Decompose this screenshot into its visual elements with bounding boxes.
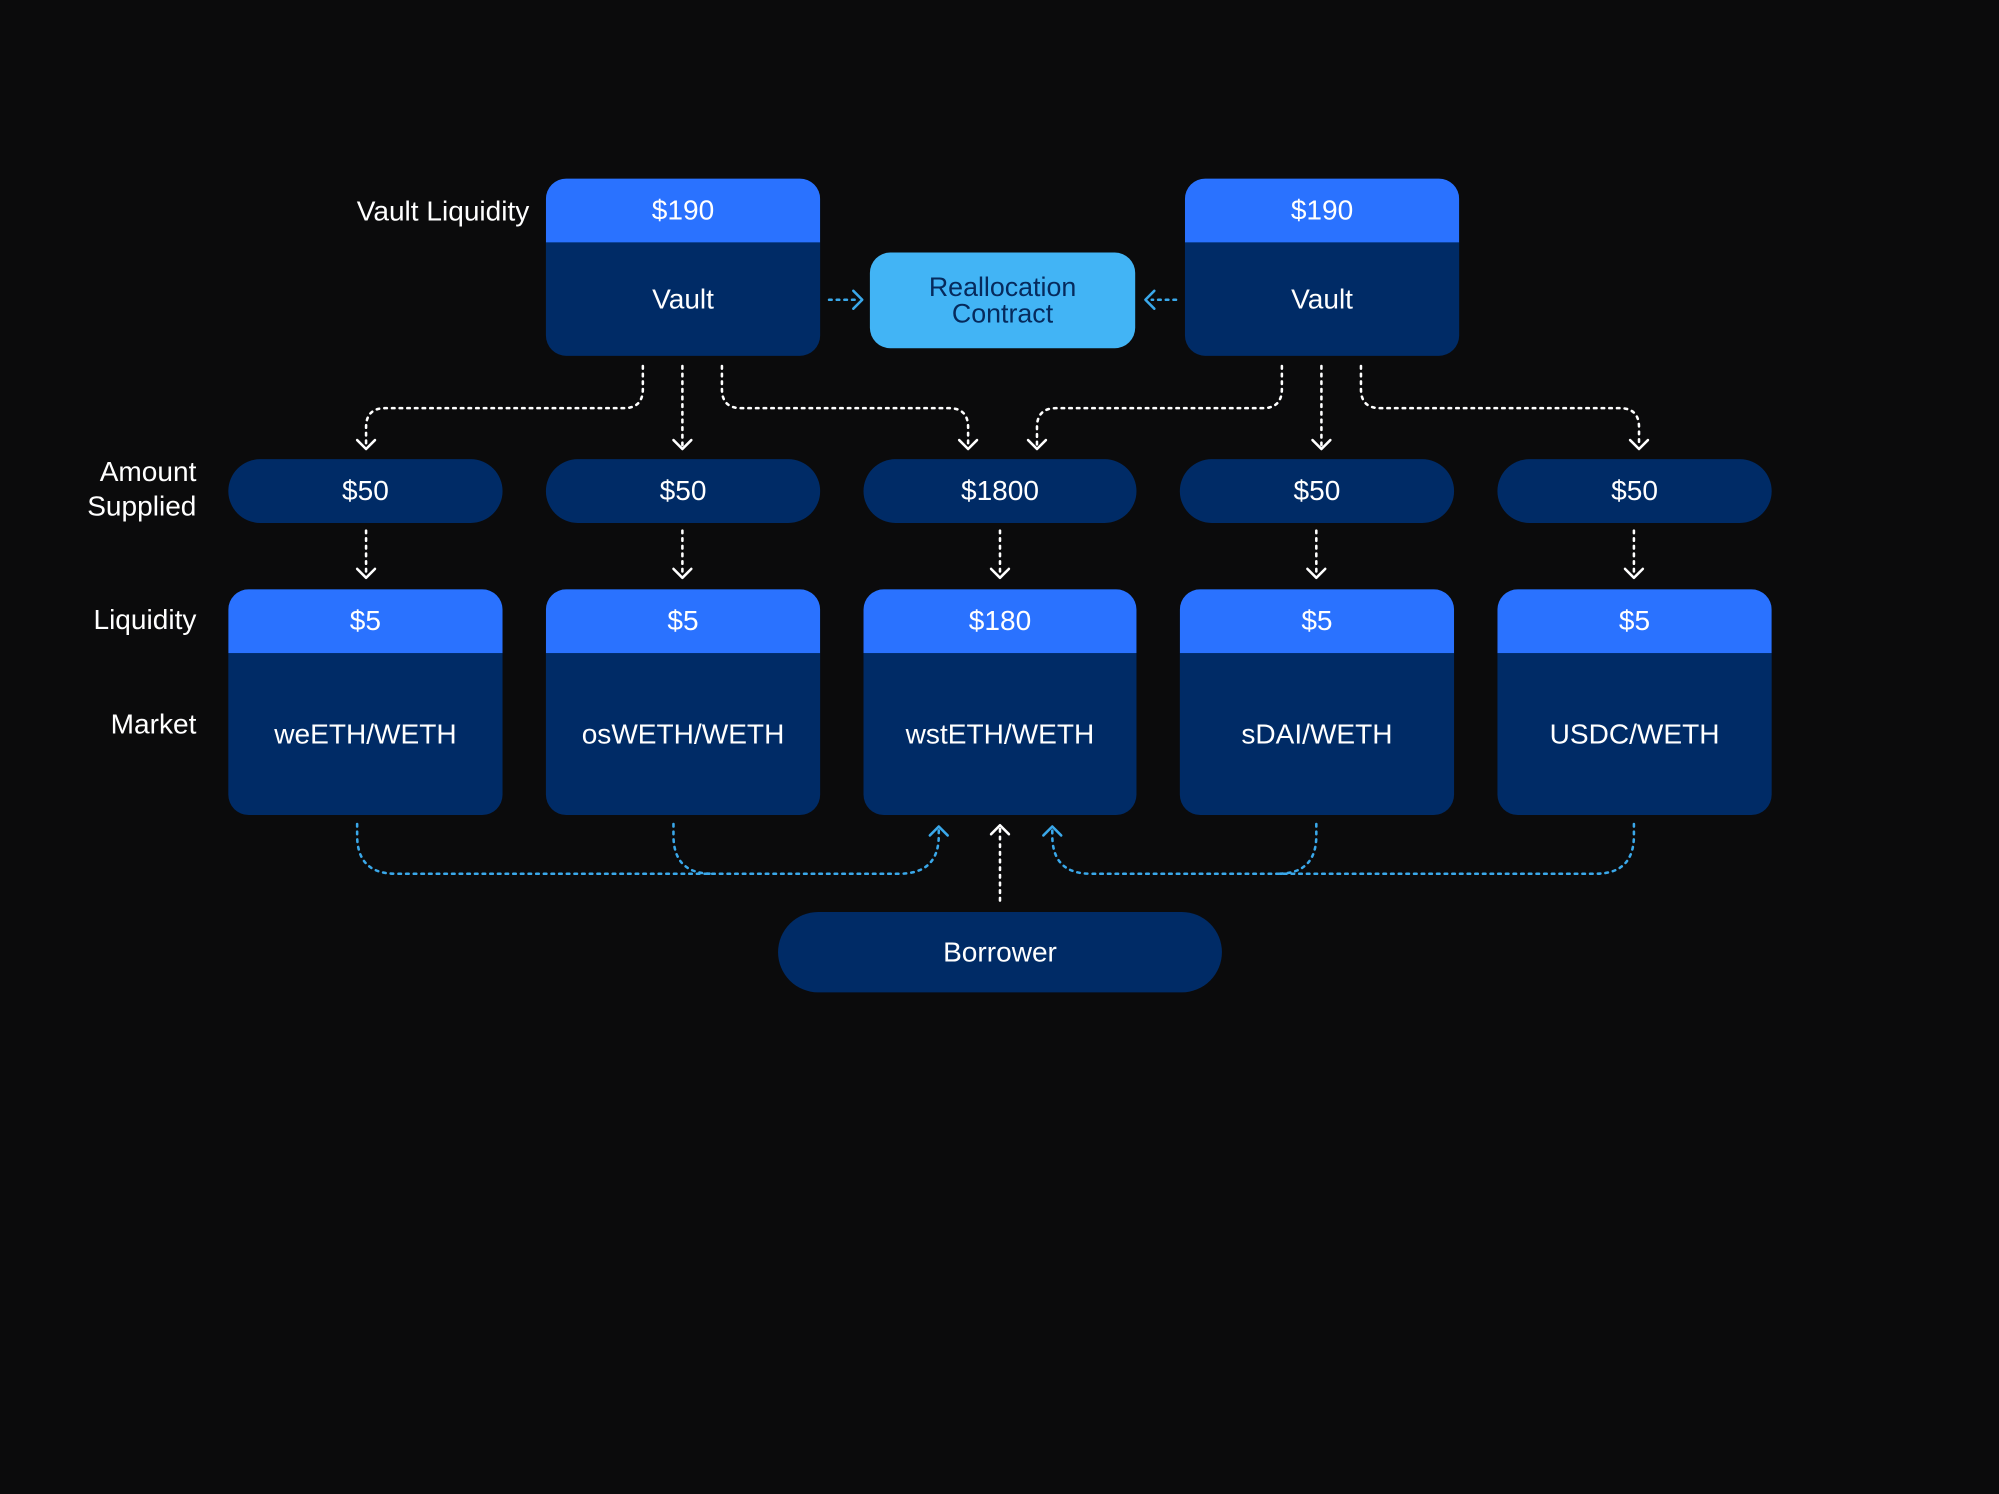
connector-vault1-weeth bbox=[364, 364, 645, 448]
arrowhead-down-icon bbox=[355, 567, 377, 580]
arrowhead-down-icon bbox=[957, 438, 979, 451]
vault-liquidity-value: $190 bbox=[1184, 178, 1460, 243]
market-name: wstETH/WETH bbox=[905, 717, 1095, 750]
arrowhead-down-icon bbox=[1623, 567, 1645, 580]
market-liquidity-value: $5 bbox=[545, 589, 821, 654]
blue-connector-weeth bbox=[355, 822, 941, 875]
vault-name: Vault bbox=[652, 282, 714, 315]
arrowhead-down-icon bbox=[1306, 567, 1327, 580]
arrowhead-down-icon bbox=[989, 567, 1011, 580]
arrowhead-down-icon bbox=[1026, 438, 1048, 451]
arrowhead-left-icon bbox=[1144, 289, 1156, 310]
supplied-pill-3: $1800 bbox=[863, 459, 1137, 523]
market-card-4: $5 sDAI/WETH bbox=[1179, 589, 1455, 816]
vault-card-1: $190 Vault bbox=[545, 178, 821, 356]
market-liquidity-value: $5 bbox=[1497, 589, 1772, 654]
market-liquidity-value: $180 bbox=[863, 589, 1137, 654]
connector-vault2-wsteth bbox=[1035, 364, 1284, 448]
market-liquidity-value: $5 bbox=[228, 589, 503, 654]
reallocation-contract: Reallocation Contract bbox=[869, 252, 1136, 349]
connector-vault1-wsteth bbox=[720, 364, 970, 448]
vault-name: Vault bbox=[1291, 282, 1353, 315]
arrowhead-up-icon bbox=[989, 823, 1011, 836]
arrowhead-right-icon bbox=[852, 289, 864, 310]
arrowhead-down-icon bbox=[355, 438, 377, 451]
market-name: osWETH/WETH bbox=[581, 717, 785, 750]
arrowhead-up-icon bbox=[928, 825, 949, 837]
borrower-pill: Borrower bbox=[778, 911, 1222, 993]
label-market: Market bbox=[110, 707, 197, 740]
vault-card-2: $190 Vault bbox=[1184, 178, 1460, 356]
blue-connector-sdai bbox=[1276, 822, 1318, 875]
market-card-3: $180 wstETH/WETH bbox=[863, 589, 1137, 816]
label-amount-supplied-line2: Supplied bbox=[87, 489, 197, 522]
supplied-pill-4: $50 bbox=[1179, 459, 1455, 523]
arrowhead-down-icon bbox=[1311, 438, 1332, 451]
arrowhead-down-icon bbox=[672, 567, 693, 580]
connector-layer bbox=[355, 289, 1650, 902]
market-liquidity-value: $5 bbox=[1179, 589, 1455, 654]
vault-liquidity-value: $190 bbox=[545, 178, 821, 243]
label-vault-liquidity: Vault Liquidity bbox=[356, 195, 530, 228]
market-name: sDAI/WETH bbox=[1241, 717, 1393, 750]
market-card-2: $5 osWETH/WETH bbox=[545, 589, 821, 816]
label-amount-supplied-line1: Amount bbox=[99, 455, 197, 488]
supplied-pill-5: $50 bbox=[1497, 459, 1772, 523]
supplied-pill-1: $50 bbox=[228, 459, 503, 523]
blue-connector-osweth bbox=[672, 822, 714, 875]
market-card-5: $5 USDC/WETH bbox=[1497, 589, 1772, 816]
reallocation-line1: Reallocation bbox=[928, 272, 1077, 302]
label-liquidity: Liquidity bbox=[93, 603, 197, 636]
reallocation-line2: Contract bbox=[951, 299, 1054, 329]
market-name: weETH/WETH bbox=[274, 717, 457, 750]
market-name: USDC/WETH bbox=[1549, 717, 1720, 750]
market-card-1: $5 weETH/WETH bbox=[228, 589, 503, 816]
blue-connector-usdc bbox=[1051, 822, 1636, 875]
connector-vault2-usdc bbox=[1359, 364, 1641, 448]
label-amount-supplied: Amount Supplied bbox=[26, 454, 197, 523]
supplied-pill-2: $50 bbox=[545, 459, 821, 523]
arrowhead-up-icon bbox=[1042, 825, 1063, 837]
arrowhead-down-icon bbox=[672, 438, 693, 451]
arrowhead-down-icon bbox=[1628, 438, 1650, 451]
